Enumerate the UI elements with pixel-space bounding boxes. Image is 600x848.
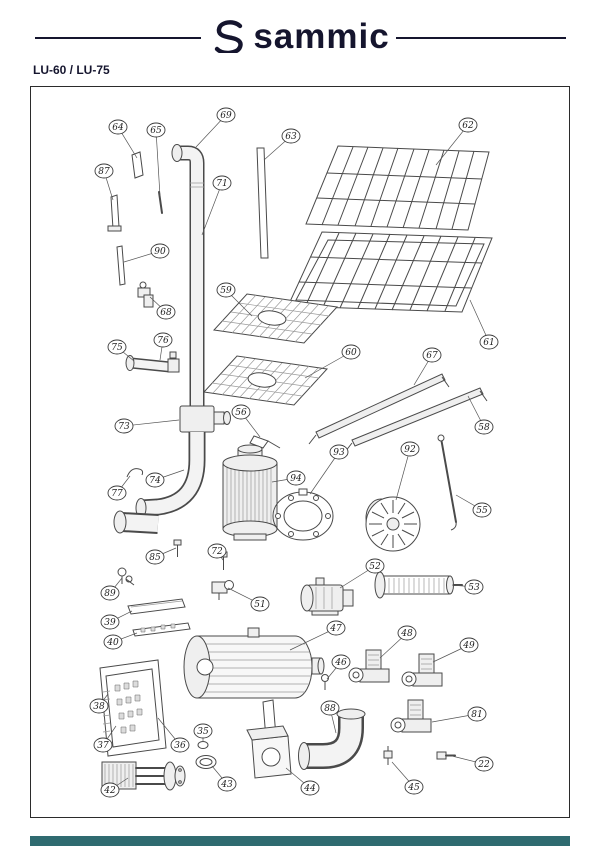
part-drain-elbow (298, 708, 366, 770)
part-wash-motor (222, 444, 278, 541)
part-filter-tray-upper (212, 293, 339, 344)
header-rule-left (35, 37, 201, 39)
part-drain-pipe-assembly (113, 144, 231, 534)
footer-bar (30, 836, 570, 846)
part-tank-heater (101, 761, 186, 791)
brand-logo: sammic (0, 10, 600, 62)
part-electronic-board (99, 598, 191, 757)
part-small-wires (126, 435, 281, 478)
part-pump-gasket (272, 488, 334, 541)
part-bottom-hardware (383, 746, 456, 765)
part-boiler-tank (183, 627, 329, 699)
part-boiler-heater (374, 571, 463, 599)
part-filter-tray-lower (202, 355, 329, 406)
part-lower-basket (287, 231, 493, 313)
part-drain-pump (300, 577, 354, 616)
part-small-brackets (107, 151, 163, 308)
part-pump-body (365, 496, 421, 552)
model-label: LU-60 / LU-75 (33, 63, 110, 77)
part-o-ring (195, 755, 217, 769)
part-upper-basket (305, 145, 490, 231)
part-solenoid-valves (348, 649, 443, 733)
brand-name: sammic (253, 16, 390, 56)
part-side-strip (256, 147, 269, 259)
part-feed-pipe (125, 351, 180, 373)
sammic-s-swirl-icon (215, 20, 243, 53)
part-drain-box (246, 699, 292, 779)
part-support-rod (437, 434, 457, 531)
header-rule-right (396, 37, 566, 39)
part-basket-rails (308, 373, 488, 453)
